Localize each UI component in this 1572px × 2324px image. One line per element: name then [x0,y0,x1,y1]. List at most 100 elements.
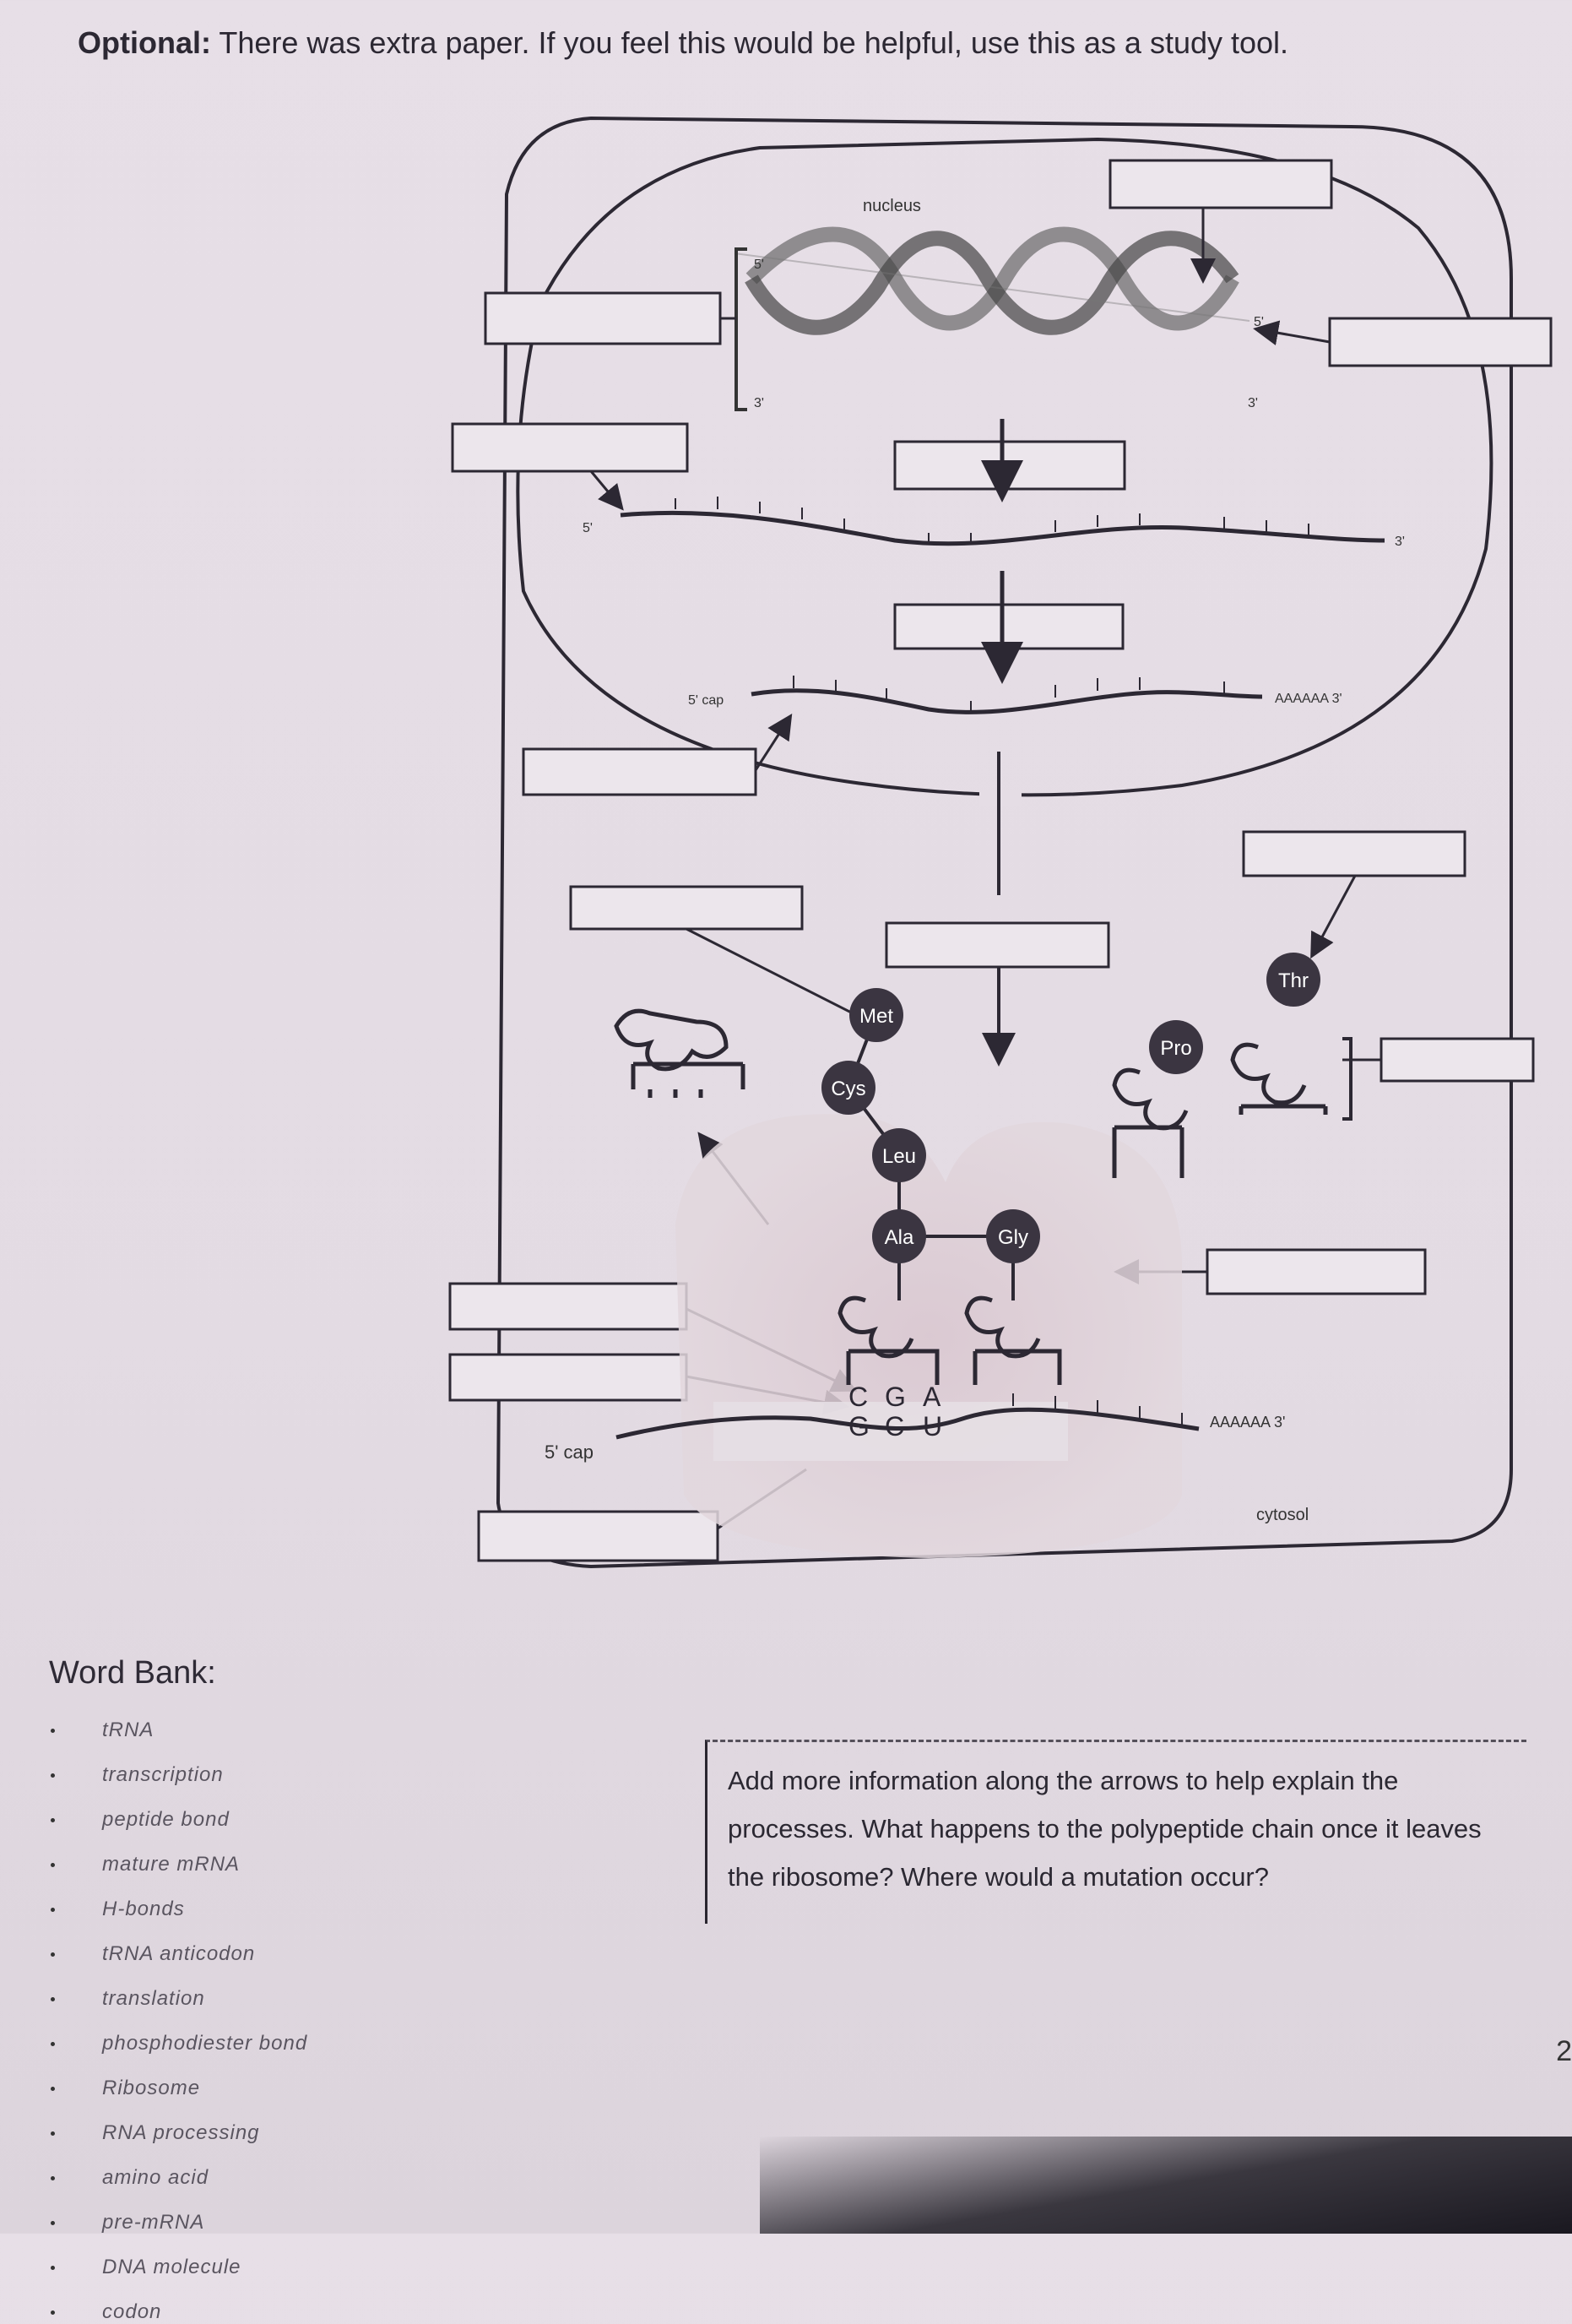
word-bank-item-label: transcription [102,1763,224,1786]
bullet-icon [51,2176,55,2181]
word-bank-item-label: mature mRNA [102,1853,241,1876]
mature-mrna-nucleus [751,676,1263,714]
bullet-icon [51,2087,55,2092]
word-bank-item: pre-mRNA [51,2211,204,2234]
premrna-5prime: 5' [583,521,593,535]
pre-mrna-strand [620,497,1385,546]
blank-box-transcription[interactable] [893,440,1126,491]
dna-5prime: 5' [754,258,764,272]
blank-box-processing[interactable] [893,603,1125,650]
blank-box-translation[interactable] [885,921,1110,969]
cell-membrane [496,116,1513,1569]
blank-box-trna-left[interactable] [569,885,804,931]
blank-box-trna-right[interactable] [1380,1037,1535,1083]
photo-shadow [760,2137,1572,2234]
svg-text:Leu: Leu [882,1145,916,1168]
page-heading: Optional: There was extra paper. If you … [78,25,1288,61]
bullet-icon [51,1818,55,1823]
bullet-icon [51,1773,55,1778]
anticodon-letters: C G A [848,1382,941,1412]
word-bank-item-label: amino acid [102,2166,209,2189]
svg-text:Met: Met [859,1005,893,1028]
heading-bold: Optional: [78,25,211,60]
svg-text:C: C [848,1382,868,1412]
word-bank-item: tRNA [51,1719,154,1742]
ribo-polya: AAAAAA 3' [1210,1414,1286,1431]
codon-letters: G C U [848,1411,942,1442]
bullet-icon [51,2131,55,2137]
dna-bracket [735,247,747,411]
aa-cys: Cys [821,1061,875,1115]
blank-box-nuclear-exit[interactable] [1242,830,1466,877]
svg-text:Ala: Ala [885,1226,914,1249]
aa-leu: Leu [872,1128,926,1182]
blank-box-peptide-bond[interactable] [1206,1248,1427,1295]
word-bank-title: Word Bank: [49,1655,216,1691]
bullet-icon [51,1863,55,1868]
aa-pro: Pro [1149,1020,1203,1074]
word-bank-item-label: H-bonds [102,1898,185,1920]
dna-3prime: 3' [754,396,764,410]
bullet-icon [51,1908,55,1913]
word-bank-item-label: tRNA anticodon [102,1942,256,1965]
svg-text:Pro: Pro [1160,1037,1191,1060]
bullet-icon [51,2042,55,2047]
bullet-icon [51,1952,55,1957]
word-bank-item-label: tRNA [102,1719,154,1741]
trna-shapes [614,1008,1328,1385]
aa-thr: Thr [1266,953,1320,1007]
prompt-text: Add more information along the arrows to… [728,1766,1482,1892]
svg-text:G: G [885,1382,906,1412]
svg-text:U: U [923,1411,942,1442]
svg-text:Thr: Thr [1278,969,1309,992]
ribo-5cap: 5' cap [545,1442,594,1463]
nucleus-label: nucleus [863,197,921,215]
blank-box-dna-top[interactable] [1109,159,1333,209]
word-bank-item: Ribosome [51,2077,200,2100]
blank-box-mature-mrna[interactable] [522,747,757,796]
word-bank-item: H-bonds [51,1898,185,1921]
bullet-icon [51,1729,55,1734]
word-bank-item-label: translation [102,1987,205,2010]
bullet-icon [51,2310,55,2316]
blank-box-ribosome[interactable] [477,1510,719,1562]
dna-5prime-right: 5' [1254,315,1264,329]
svg-text:A: A [923,1382,941,1412]
word-bank-item: transcription [51,1763,224,1787]
word-bank-item: RNA processing [51,2121,260,2145]
aa-ala: Ala [872,1209,926,1263]
cell-diagram: nucleus cytosol 5' 3' 5' 3' 5' 3' [448,116,1553,1569]
blank-box-anticodon[interactable] [448,1282,688,1331]
word-bank-item: translation [51,1987,205,2011]
blank-box-dna-right[interactable] [1328,317,1553,367]
word-bank-item: peptide bond [51,1808,230,1832]
svg-text:C: C [885,1411,904,1442]
word-bank-item-label: pre-mRNA [102,2211,205,2234]
word-bank-item: DNA molecule [51,2256,241,2279]
dna-helix [734,226,1250,335]
mature-polya: AAAAAA 3' [1275,692,1342,706]
word-bank-item: mature mRNA [51,1853,240,1876]
premrna-3prime: 3' [1395,535,1405,549]
ribosome [675,1114,1182,1558]
aa-gly: Gly [986,1209,1040,1263]
prompt-box [705,1740,1526,1924]
word-bank-item-label: Ribosome [102,2077,201,2099]
nucleus-membrane [516,137,1493,797]
word-bank-item-label: codon [102,2300,162,2323]
bullet-icon [51,2221,55,2226]
mature-5cap: 5' cap [688,693,724,708]
svg-text:Gly: Gly [998,1226,1028,1249]
bullet-icon [51,1997,55,2002]
mrna-cytosol [615,1393,1200,1440]
blank-box-codon[interactable] [448,1353,688,1402]
page-number: 2 [1556,2035,1572,2067]
svg-text:G: G [848,1411,870,1442]
word-bank-item: codon [51,2300,161,2324]
dna-3prime-right: 3' [1248,396,1258,410]
blank-box-premrna-left[interactable] [451,422,689,473]
svg-text:Cys: Cys [831,1078,865,1100]
word-bank-item-label: DNA molecule [102,2256,241,2278]
blank-box-dna-left[interactable] [484,291,722,345]
word-bank-item: tRNA anticodon [51,1942,255,1966]
